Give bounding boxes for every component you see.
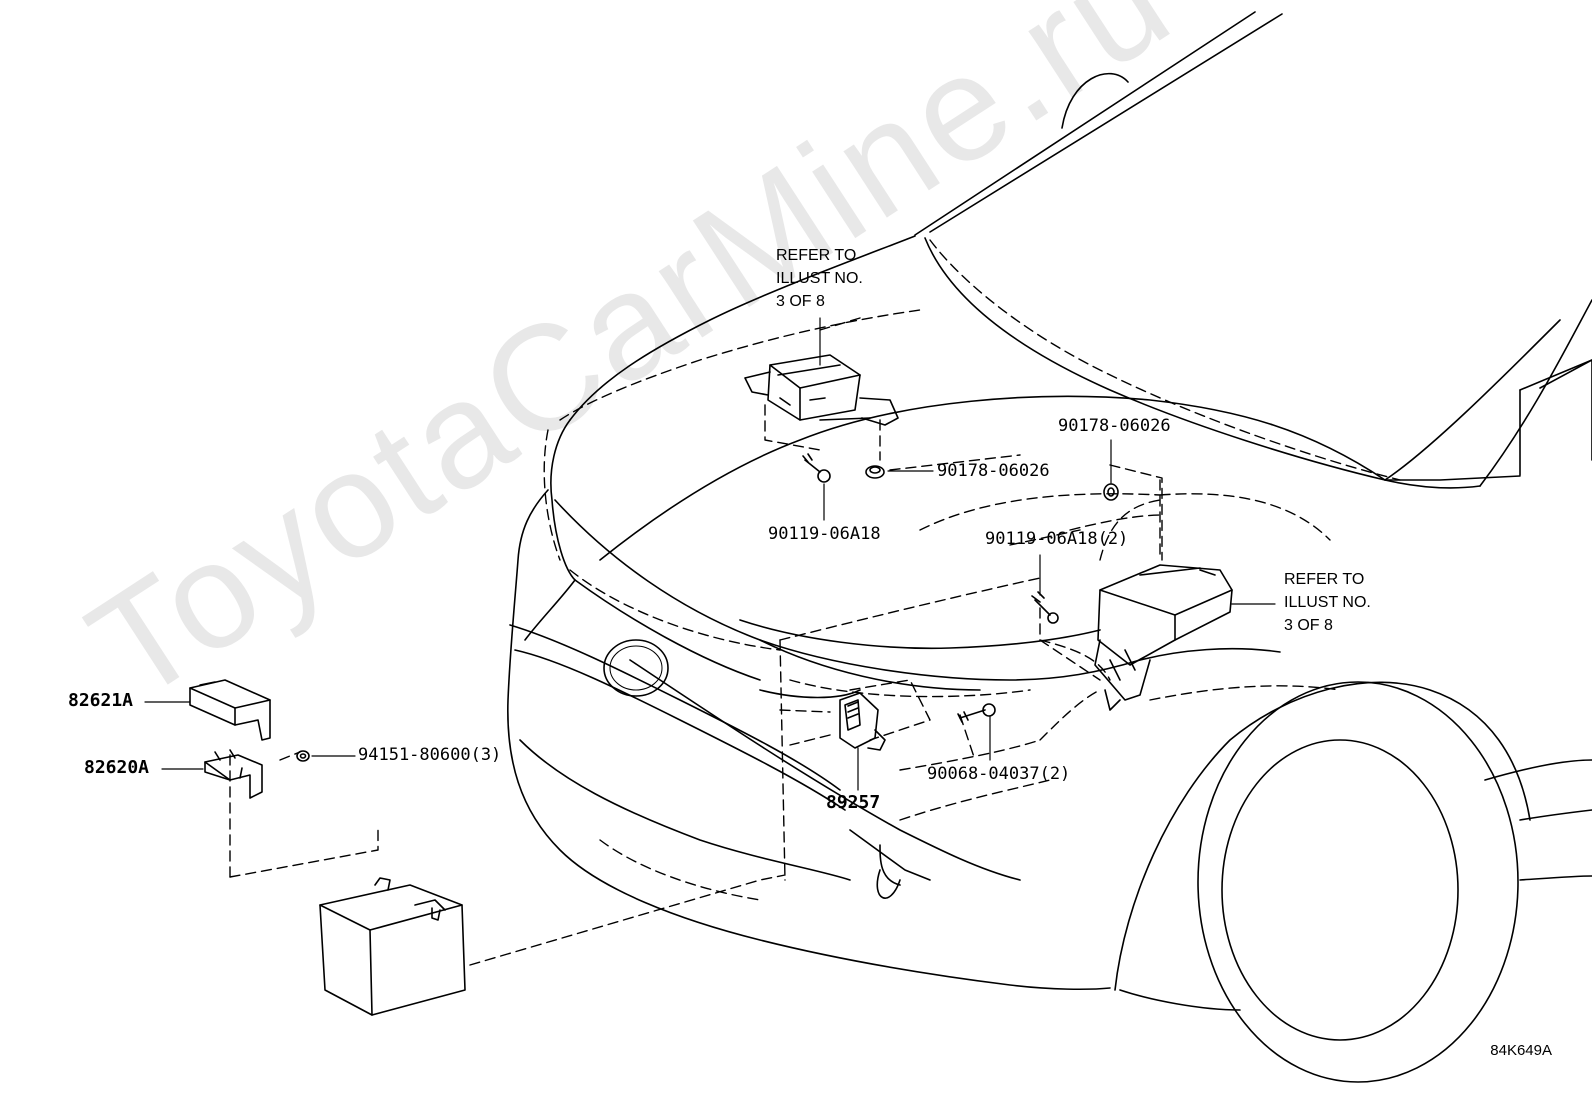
upper-nut-part — [865, 465, 885, 479]
upper-module — [744, 354, 899, 426]
sensor-bolt-part — [957, 703, 996, 723]
label-sensor-bolt: 90068-04037(2) — [927, 764, 1071, 784]
headlight-outline — [739, 619, 1101, 699]
label-bracket-cover: 82621A — [68, 690, 134, 711]
hidden-lines — [229, 239, 1401, 966]
bracket-cover-part — [189, 679, 271, 741]
label-upper-nut: 90178-06026 — [937, 461, 1050, 481]
fuse-box — [1094, 564, 1233, 711]
sensor-part — [839, 692, 886, 751]
battery-part — [319, 877, 466, 1016]
label-right-bolt: 90119-06A18(2) — [985, 529, 1129, 549]
emblem — [603, 639, 669, 697]
windshield-outline — [914, 11, 1592, 487]
upper-bolt-part — [802, 453, 831, 483]
label-right-nut: 90178-06026 — [1058, 416, 1171, 436]
bracket-nut-part — [296, 750, 310, 762]
hood-outline — [569, 235, 1561, 489]
bumper-outline — [507, 395, 1386, 1011]
lower-grille — [509, 624, 851, 881]
bracket-part — [204, 749, 263, 799]
label-upper-bolt: 90119-06A18 — [768, 524, 881, 544]
refer-note-upper: REFER TO ILLUST NO. 3 OF 8 — [776, 247, 863, 310]
wheel-outline — [1114, 681, 1592, 1083]
right-nut-part — [1103, 483, 1119, 501]
label-sensor: 89257 — [826, 792, 881, 813]
refer-note-right: REFER TO ILLUST NO. 3 OF 8 — [1284, 571, 1371, 634]
label-bracket-nut: 94151-80600(3) — [358, 745, 502, 765]
figure-code: 84K649A — [1490, 1042, 1552, 1059]
label-bracket: 82620A — [84, 757, 150, 778]
right-bolt-part — [1031, 591, 1059, 624]
